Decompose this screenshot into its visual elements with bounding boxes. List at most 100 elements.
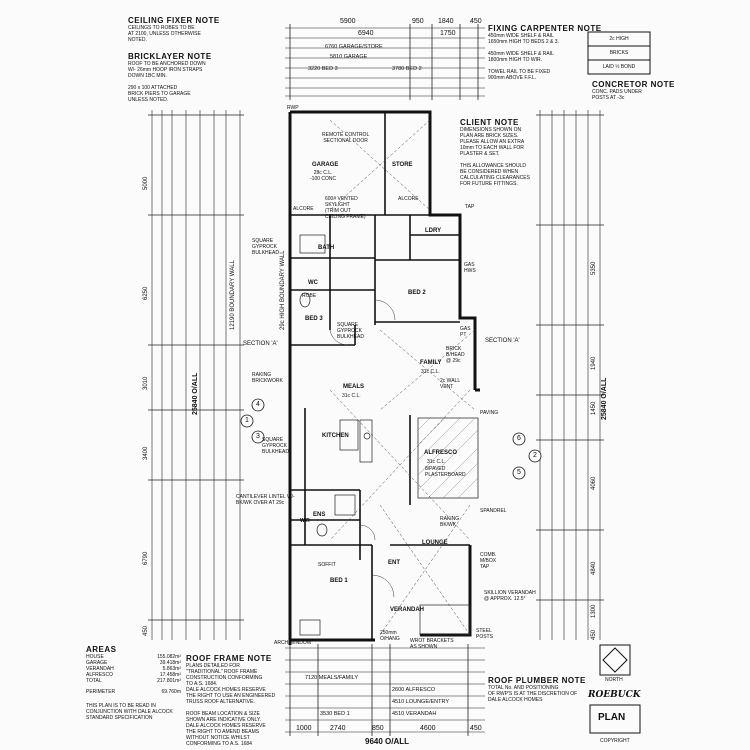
fixing-carpenter-body: 450mm WIDE SHELF & RAIL 1650mm HIGH TO B… [488, 33, 559, 81]
dim-lounge-entry: 4510 LOUNGE/ENTRY [392, 699, 450, 705]
room-wc: WC [308, 280, 318, 286]
cantilever-label: CANTILEVER LINTEL W/- BK/WK OVER AT 29c [236, 494, 295, 506]
alcore-left: ALCORE [293, 206, 314, 212]
brick-box-line1: 2c HIGH [609, 36, 629, 42]
copyright-label: COPYRIGHT [600, 738, 630, 744]
area-label: TOTAL [86, 678, 102, 684]
wrot-brackets-label: WROT BRACKETS AS SHOWN [410, 638, 454, 650]
plan-name: ROEBUCK [588, 690, 641, 700]
section-a-right: SECTION 'A' [485, 338, 520, 344]
paving-label: PAVING [480, 410, 499, 416]
room-family-sub: 31c C.L. [421, 369, 440, 375]
area-value: 17.458m² [159, 672, 181, 678]
client-note: CLIENT NOTE DIMENSIONS SHOWN ON PLAN ARE… [460, 118, 530, 187]
dim-left-g: 450 [143, 625, 149, 636]
concretor-body: CONC. PADS UNDER POSTS AT -3c [592, 89, 642, 101]
areas-title: AREAS [86, 645, 117, 654]
marker-3: 3 [256, 433, 260, 440]
dim-left-c: 6250 [143, 286, 149, 300]
roof-frame-title: ROOF FRAME NOTE [186, 654, 272, 663]
roof-frame-body: PLANS DETAILED FOR "TRADITIONAL" ROOF FR… [186, 663, 276, 747]
dim-bed3: 3220 BED 3 [308, 66, 338, 72]
roof-plumber-note: ROOF PLUMBER NOTE TOTAL No. AND POSITION… [488, 676, 586, 703]
marker-1: 1 [245, 417, 249, 424]
area-value: 217.801m² [157, 678, 181, 684]
dim-top-4: 450 [470, 18, 482, 25]
area-label: PERIMETER [86, 689, 116, 695]
steel-posts-label: STEEL POSTS [476, 628, 493, 640]
gas-pt-label: GAS PT [460, 326, 471, 338]
plan-label: PLAN [598, 712, 626, 723]
dim-alfresco-bottom: 2600 ALFRESCO [392, 687, 436, 693]
room-ldry: LDRY [425, 228, 442, 234]
area-value: 69.760m [161, 689, 181, 695]
dim-bed2: 3780 BED 2 [392, 66, 422, 72]
ceiling-fixer-title: CEILING FIXER NOTE [128, 16, 220, 25]
room-ens: ENS [313, 512, 326, 518]
area-label: ALFRESCO [86, 672, 113, 678]
tap-label: TAP [465, 204, 475, 210]
dim-right-b: 1940 [591, 356, 597, 370]
area-value: 39.418m² [159, 660, 181, 666]
raking-brickwork-label: RAKING BRICKWORK [252, 372, 283, 384]
dim-right-overall: 25840 O/ALL [601, 377, 608, 420]
dim-left-d: 3010 [143, 376, 149, 390]
room-garage: GARAGE [312, 162, 339, 168]
area-value: 155.082m² [157, 654, 181, 660]
ceiling-fixer-body: CEILINGS TO ROBES TO BE AT 2100, UNLESS … [128, 25, 201, 43]
area-row: ALFRESCO 17.458m² [86, 672, 181, 678]
room-meals-sub: 31c C.L. [342, 393, 361, 399]
dim-meals-family: 7120 MEALS/FAMILY [305, 675, 359, 681]
bricklayer-title: BRICKLAYER NOTE [128, 52, 212, 61]
dim-bed1: 3530 BED 1 [320, 711, 350, 717]
dim-top-2: 950 [412, 18, 424, 25]
wall-vent-label: 2c WALL VENT [440, 378, 461, 390]
dim-top-3: 1840 [438, 18, 454, 25]
oh-hang-label: 250mm O/HANG [380, 630, 400, 642]
bricklayer-body: ROOF TO BE ANCHORED DOWN W/- 26mm HOOP I… [128, 61, 206, 103]
room-wir: WIR [300, 518, 310, 524]
area-value: 5.863m² [162, 666, 181, 672]
ceiling-fixer-note: CEILING FIXER NOTE CEILINGS TO ROBES TO … [128, 16, 220, 43]
alfresco-paved-label: 8/PAVED PLASTERBOARD [425, 466, 466, 478]
room-bed2: BED 2 [408, 290, 426, 296]
dim-garage: 5810 GARAGE [330, 54, 368, 60]
arch-window-label: ARCH WINDOW [274, 640, 312, 646]
square-bulkhead-1: SQUARE GYPROCK BULKHEAD [252, 238, 279, 256]
comb-mbox-label: COMB. M/BOX TAP [480, 552, 497, 570]
dim-garage-store: 6760 GARAGE/STORE [325, 44, 383, 50]
client-title: CLIENT NOTE [460, 118, 519, 127]
area-row: TOTAL 217.801m² [86, 678, 181, 684]
dim-right-e: 4840 [591, 561, 597, 575]
skillion-label: SKILLION VERANDAH @ APPROX. 12.5° [484, 590, 536, 602]
brick-bhead-label: BRICK B/HEAD @ 29c [446, 346, 465, 364]
client-body: DIMENSIONS SHOWN ON PLAN ARE BRICK SIZES… [460, 127, 530, 187]
marker-6: 6 [517, 435, 521, 442]
areas-footnote: THIS PLAN IS TO BE READ IN CONJUNCTION W… [86, 703, 173, 721]
dim-left-boundary: 12190 BOUNDARY WALL [230, 260, 236, 330]
concretor-note: CONCRETOR NOTE CONC. PADS UNDER POSTS AT… [592, 80, 675, 101]
dim-bottom-overall: 9640 O/ALL [365, 737, 410, 746]
roof-frame-note: ROOF FRAME NOTE PLANS DETAILED FOR "TRAD… [186, 654, 275, 747]
rwp-label: RWP [287, 105, 299, 111]
area-row: PERIMETER 69.760m [86, 689, 181, 695]
dim-bottom-4: 4600 [420, 725, 436, 732]
dim-bottom-5: 450 [470, 725, 482, 732]
dim-verandah: 4510 VERANDAH [392, 711, 437, 717]
marker-4: 4 [256, 401, 260, 408]
skylight-label: 600# VENTED SKYLIGHT (TRIM OUT CEILING F… [325, 196, 366, 220]
brick-box-line2: BRICKS [609, 50, 629, 56]
soffit-label: SOFFIT [318, 562, 336, 568]
dim-right-f: 1300 [591, 604, 597, 618]
dim-top-overall-b: 1750 [440, 30, 456, 37]
room-meals: MEALS [343, 384, 364, 390]
dim-left-e: 3400 [143, 446, 149, 460]
marker-2: 2 [533, 452, 537, 459]
room-lounge: LOUNGE [422, 540, 448, 546]
gas-hws-label: GAS HWS [464, 262, 476, 274]
north-label: NORTH [605, 677, 623, 683]
room-garage-sub: 28c C.L. -100 CONC [310, 170, 337, 182]
area-label: HOUSE [86, 654, 104, 660]
section-a-left: SECTION 'A' [243, 341, 278, 347]
